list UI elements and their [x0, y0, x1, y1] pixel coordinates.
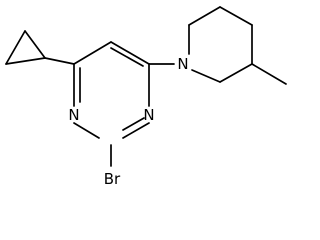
atom-label-n: N — [143, 106, 154, 124]
bond — [188, 6, 221, 26]
bond — [24, 30, 46, 59]
molecule-structure: N N N Br — [5, 6, 287, 188]
atom-label-n: N — [177, 55, 188, 73]
bond — [110, 47, 144, 67]
bond-methyl — [251, 63, 287, 85]
atom-label-br: Br — [104, 170, 121, 188]
bond — [219, 6, 253, 26]
bond — [5, 57, 46, 65]
bond — [219, 63, 253, 83]
pyrimidine-ring — [73, 41, 150, 139]
bond — [44, 57, 75, 65]
bond — [73, 122, 100, 139]
atom-label-n: N — [68, 106, 79, 124]
bond — [122, 117, 145, 131]
cyclopropyl-group — [5, 30, 75, 65]
bond — [191, 69, 221, 83]
bond — [73, 41, 112, 65]
bond — [122, 122, 150, 139]
bond — [110, 41, 150, 65]
piperidine-ring — [188, 6, 253, 83]
bond — [5, 30, 26, 65]
